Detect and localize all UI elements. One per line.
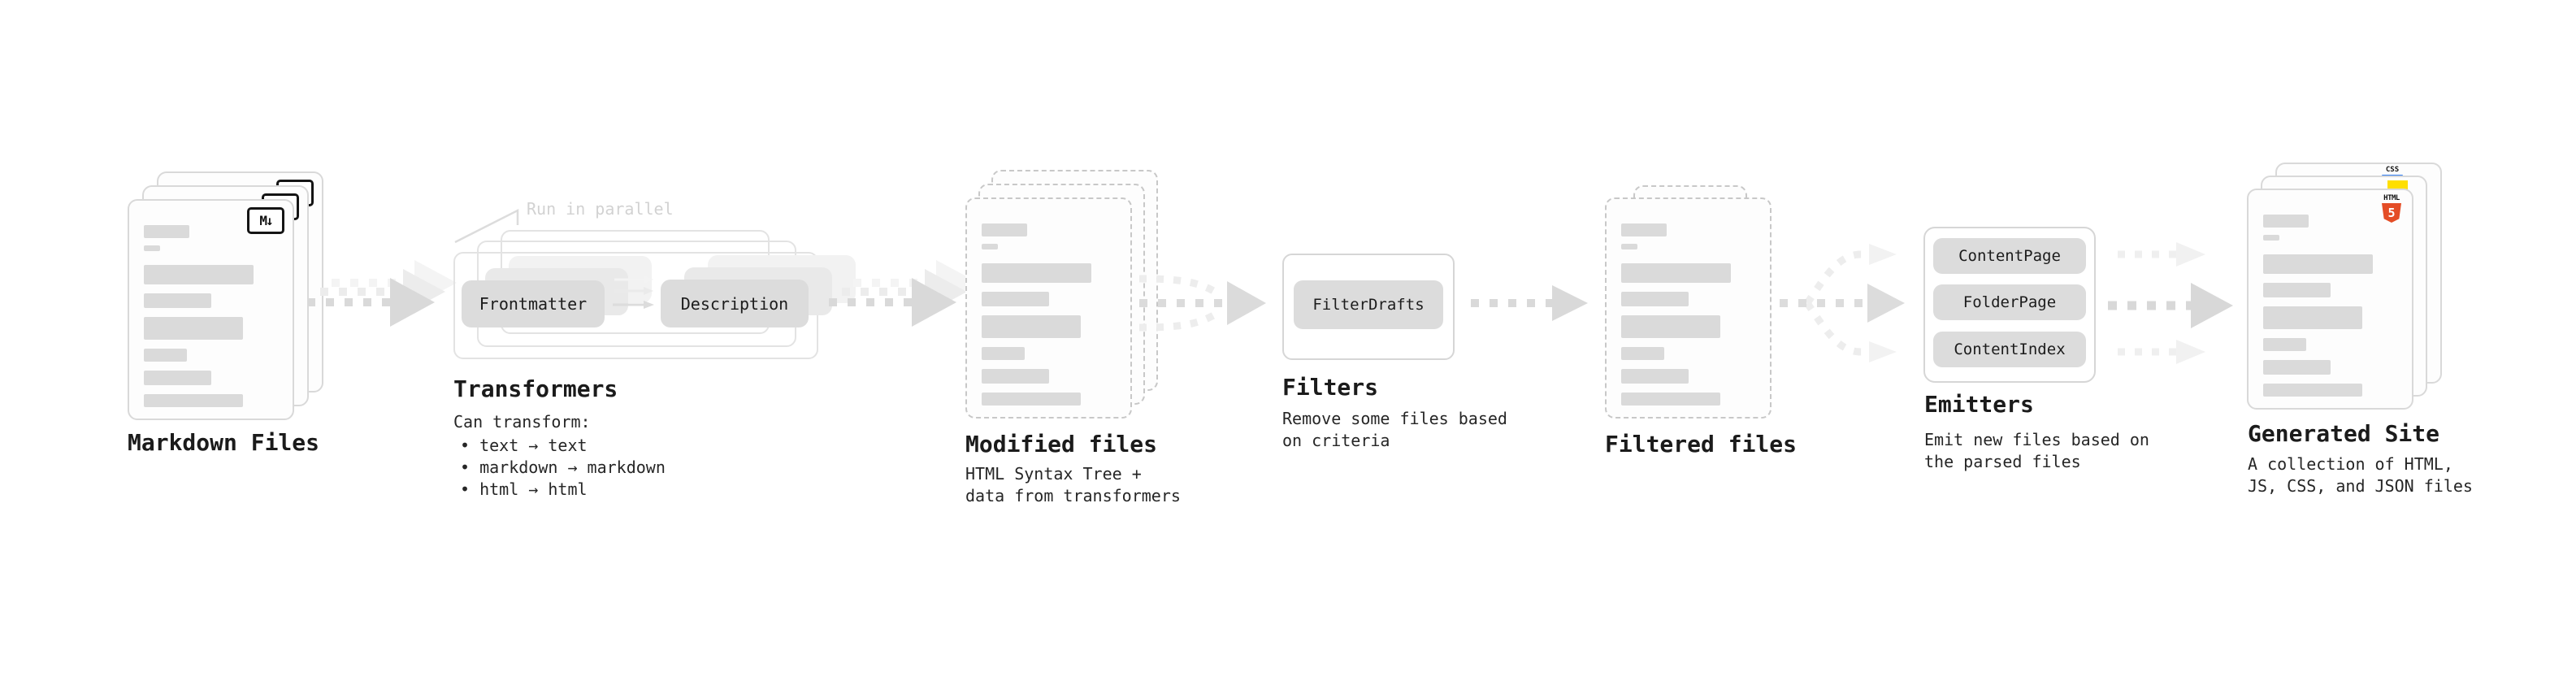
- html5-icon: HTML 5: [2381, 194, 2402, 223]
- skeleton-bar: [2263, 384, 2363, 397]
- arrow-filters-to-filtered: [1471, 285, 1588, 321]
- modified-files-title: Modified files: [965, 431, 1158, 458]
- skeleton-bar: [144, 371, 211, 385]
- skeleton-bar: [982, 263, 1092, 283]
- file-skeleton: [2263, 215, 2397, 397]
- filterdrafts-pill: FilterDrafts: [1294, 280, 1443, 329]
- file-skeleton: [1621, 223, 1755, 406]
- filtered-file-card-front: [1605, 197, 1772, 419]
- arrow-filtered-to-emitters-diverge: [1780, 244, 1905, 362]
- skeleton-bar: [982, 393, 1082, 406]
- transformers-bullet: • html → html: [460, 479, 588, 499]
- run-in-parallel-connector: [454, 208, 519, 244]
- skeleton-bar: [1621, 347, 1664, 360]
- skeleton-bar: [144, 293, 211, 308]
- transformers-bullet: • markdown → markdown: [460, 458, 666, 477]
- modified-files-subtitle: HTML Syntax Tree + data from transformer…: [965, 464, 1181, 505]
- skeleton-bar: [982, 223, 1028, 236]
- filters-title: Filters: [1282, 374, 1379, 401]
- emitters-subtitle: Emit new files based on the parsed files: [1924, 430, 2149, 471]
- skeleton-bar: [144, 317, 244, 340]
- arrow-emitters-to-generated: [2108, 242, 2233, 364]
- skeleton-bar: [144, 394, 244, 407]
- skeleton-bar: [144, 245, 160, 251]
- generated-site-stack: CSS HTML 5: [2247, 163, 2442, 410]
- skeleton-bar: [1621, 223, 1667, 236]
- skeleton-bar: [2263, 235, 2279, 241]
- skeleton-bar: [144, 265, 254, 284]
- file-skeleton: [144, 225, 278, 407]
- generated-site-subtitle: A collection of HTML, JS, CSS, and JSON …: [2248, 454, 2473, 496]
- skeleton-bar: [1621, 292, 1689, 306]
- skeleton-bar: [1621, 369, 1689, 384]
- filtered-files-title: Filtered files: [1605, 431, 1798, 458]
- contentindex-pill: ContentIndex: [1933, 332, 2086, 367]
- skeleton-bar: [2263, 360, 2331, 375]
- skeleton-bar: [982, 244, 998, 249]
- filters-subtitle: Remove some files based on criteria: [1282, 409, 1507, 450]
- frontmatter-pill: Frontmatter: [462, 280, 605, 327]
- skeleton-bar: [1621, 393, 1721, 406]
- skeleton-bar: [1621, 315, 1721, 338]
- markdown-files-title: Markdown Files: [128, 429, 320, 456]
- skeleton-bar: [982, 347, 1025, 360]
- description-pill: Description: [661, 280, 809, 327]
- arrow-modified-to-filters-converge: [1138, 275, 1266, 332]
- markdown-files-stack: M↓ M↓ M↓: [128, 171, 323, 420]
- markdown-file-card-front: M↓: [128, 199, 294, 420]
- skeleton-bar: [2263, 283, 2331, 297]
- transformers-bullet: • text → text: [460, 436, 588, 455]
- filtered-files-stack: [1605, 185, 1776, 421]
- skeleton-bar: [144, 349, 187, 362]
- transformers-title: Transformers: [453, 375, 618, 402]
- modified-file-card-front: [965, 197, 1132, 419]
- skeleton-bar: [982, 315, 1082, 338]
- arrow-transformers-to-modified: [829, 260, 978, 327]
- skeleton-bar: [2263, 215, 2309, 228]
- skeleton-bar: [982, 292, 1049, 306]
- skeleton-bar: [2263, 338, 2306, 351]
- run-in-parallel-note: Run in parallel: [527, 199, 674, 219]
- contentpage-pill: ContentPage: [1933, 238, 2086, 274]
- transformers-subtitle: Can transform:: [453, 412, 591, 432]
- file-skeleton: [982, 223, 1116, 406]
- skeleton-bar: [2263, 254, 2374, 274]
- emitters-title: Emitters: [1924, 391, 2034, 418]
- skeleton-bar: [1621, 263, 1732, 283]
- generated-site-title: Generated Site: [2248, 420, 2440, 447]
- arrow-markdown-to-transformers: [307, 260, 457, 327]
- skeleton-bar: [144, 225, 190, 238]
- markdown-icon: M↓: [247, 207, 284, 234]
- generated-file-card-html: HTML 5: [2247, 189, 2413, 410]
- modified-files-stack: [965, 170, 1160, 420]
- skeleton-bar: [1621, 244, 1637, 249]
- skeleton-bar: [982, 369, 1049, 384]
- folderpage-pill: FolderPage: [1933, 284, 2086, 320]
- skeleton-bar: [2263, 306, 2363, 329]
- transformer-inner-arrows: [613, 275, 654, 309]
